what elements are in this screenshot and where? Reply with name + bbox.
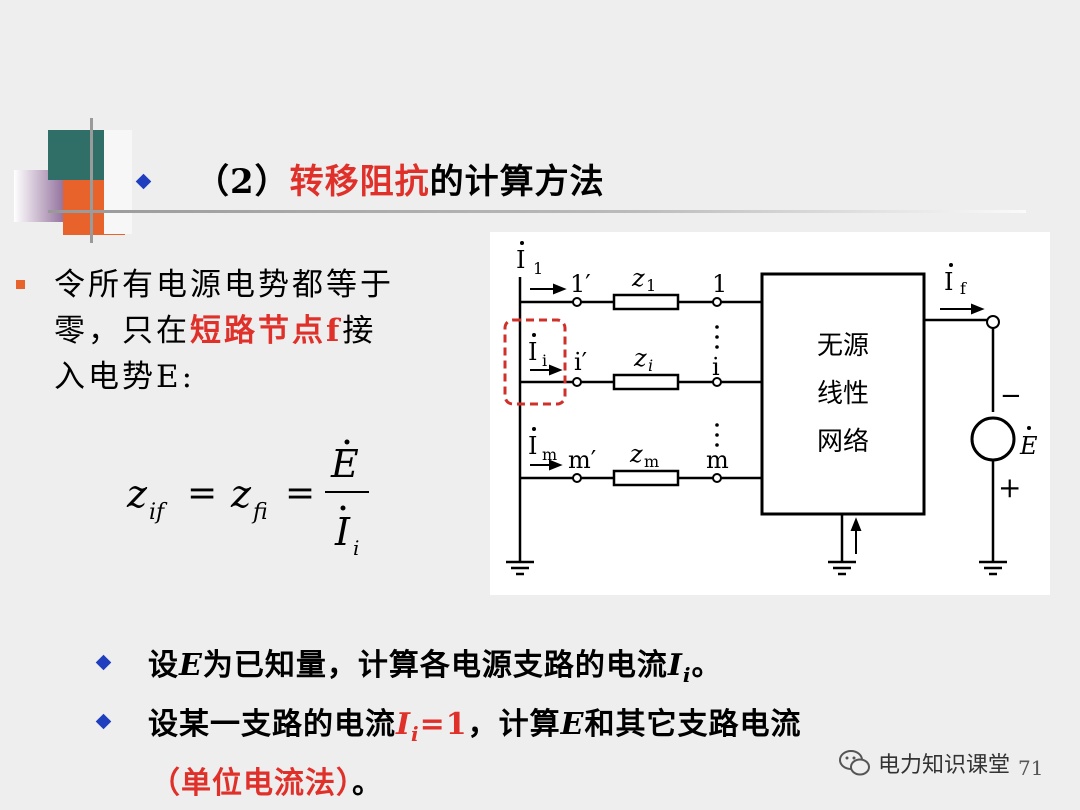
title-underline [48, 210, 1026, 213]
b2-E: E [560, 707, 585, 742]
b1-a: 设 [148, 648, 179, 683]
decor-vertical-line [90, 118, 93, 243]
formula-denominator: I [334, 510, 351, 554]
formula-eq-1: = [187, 473, 217, 514]
b3-red: （单位电流法） [150, 766, 352, 801]
node-1 [712, 297, 722, 307]
left-description: 令所有电源电势都等于 零，只在短路节点f接 入电势E: [54, 262, 454, 400]
formula-z2-sub: fi [251, 500, 268, 525]
label-minus: − [1000, 381, 1022, 411]
impedance-z1 [612, 293, 680, 311]
decor-grey-block [104, 130, 132, 234]
label-I1-sub: 1 [533, 259, 543, 278]
impedance-zm [612, 469, 680, 487]
b2-b: ，计算 [467, 707, 561, 742]
label-If-sub: f [960, 279, 967, 298]
label-node-i-prime: i′ [574, 348, 587, 376]
title-bullet-icon [135, 173, 152, 190]
label-Ii-sub: i [542, 351, 547, 370]
node-m [712, 473, 722, 483]
bullet-line-1: 设E为已知量，计算各电源支路的电流Ii。 [148, 640, 723, 687]
bullet-line-2: 设某一支路的电流Ii=1，计算E和其它支路电流 [148, 699, 802, 746]
b2-I: I [396, 707, 412, 742]
formula-denominator-sub: i [353, 536, 359, 560]
title-prefix: （2） [195, 162, 290, 202]
label-Im: I [528, 432, 537, 460]
b2-c: 和其它支路电流 [584, 707, 802, 742]
b3-end: 。 [352, 766, 383, 801]
decor-teal-block [48, 130, 104, 180]
formula-z1-sub: if [149, 500, 168, 525]
label-I1: I [516, 246, 525, 274]
node-i-prime [572, 377, 582, 387]
left-line-1: 令所有电源电势都等于 [54, 267, 394, 303]
watermark-text: 电力知识课堂 [878, 753, 1011, 778]
network-label-3: 网络 [817, 427, 869, 457]
label-zm: z [629, 440, 643, 468]
label-node-1-prime: 1′ [570, 270, 591, 298]
bullet-2-icon [95, 713, 112, 730]
ground-left-icon [506, 560, 534, 576]
node-1-prime [572, 297, 582, 307]
label-E: E [1019, 432, 1038, 460]
ground-right-icon [979, 560, 1007, 576]
bullet-1-icon [95, 654, 112, 671]
label-node-m-prime: m′ [568, 446, 596, 474]
b1-I-sub: i [682, 663, 692, 687]
formula-eq-2: = [285, 473, 315, 514]
label-zi-sub: i [648, 356, 653, 375]
transfer-impedance-formula: z if = z fi = E I i [126, 439, 369, 560]
denominator-dot [340, 505, 346, 511]
formula-z2: z [230, 472, 252, 516]
label-zm-sub: m [644, 452, 659, 471]
formula-numerator: E [330, 442, 359, 486]
b1-E: E [179, 648, 203, 683]
label-z1: z [631, 264, 645, 292]
highlight-branch-i [503, 318, 567, 406]
b1-c: 。 [691, 648, 723, 683]
label-z1-sub: 1 [646, 276, 656, 295]
node-m-prime [572, 473, 582, 483]
label-node-1: 1 [712, 270, 727, 298]
b1-I: I [667, 648, 683, 683]
square-bullet-icon [16, 280, 25, 289]
label-plus: + [998, 471, 1021, 504]
slide-title: （2）转移阻抗的计算方法 [195, 154, 605, 203]
title-highlight: 转移阻抗 [289, 162, 430, 202]
left-line-3: 入电势E: [54, 359, 196, 395]
bullet-line-3: （单位电流法）。 [150, 758, 383, 802]
label-Im-sub: m [542, 445, 557, 464]
wechat-icon [839, 750, 870, 776]
left-line-2-b: 接 [342, 313, 377, 349]
left-line-2-a: 零，只在 [54, 313, 190, 349]
node-i [712, 377, 722, 387]
voltage-source-icon [970, 416, 1016, 462]
left-line-2: 零，只在短路节点f接 [54, 308, 454, 354]
page-number: 71 [1018, 756, 1044, 780]
label-Ii: I [528, 338, 537, 366]
title-suffix: 的计算方法 [429, 162, 605, 202]
label-zi: z [633, 344, 647, 372]
node-f [986, 315, 1000, 329]
label-node-i: i [712, 353, 720, 381]
impedance-zi [612, 373, 680, 391]
b1-b: 为已知量，计算各电源支路的电流 [202, 648, 668, 683]
circuit-diagram: I 1 1′ z 1 1 I i i′ z i i I m m′ z m m I… [490, 232, 1050, 595]
b2-a: 设某一支路的电流 [148, 707, 396, 742]
b2-I-sub: i [411, 722, 420, 746]
label-node-m: m [706, 446, 729, 474]
numerator-dot [344, 439, 350, 445]
formula-z1: z [126, 472, 148, 516]
network-label-2: 线性 [817, 379, 869, 409]
ground-center-icon [828, 560, 856, 576]
b2-eq: =1 [419, 707, 468, 742]
left-line-2-red: 短路节点f [190, 313, 343, 349]
network-label-1: 无源 [817, 331, 869, 361]
label-If: I [944, 268, 953, 296]
watermark: 电力知识课堂 [838, 746, 1010, 780]
